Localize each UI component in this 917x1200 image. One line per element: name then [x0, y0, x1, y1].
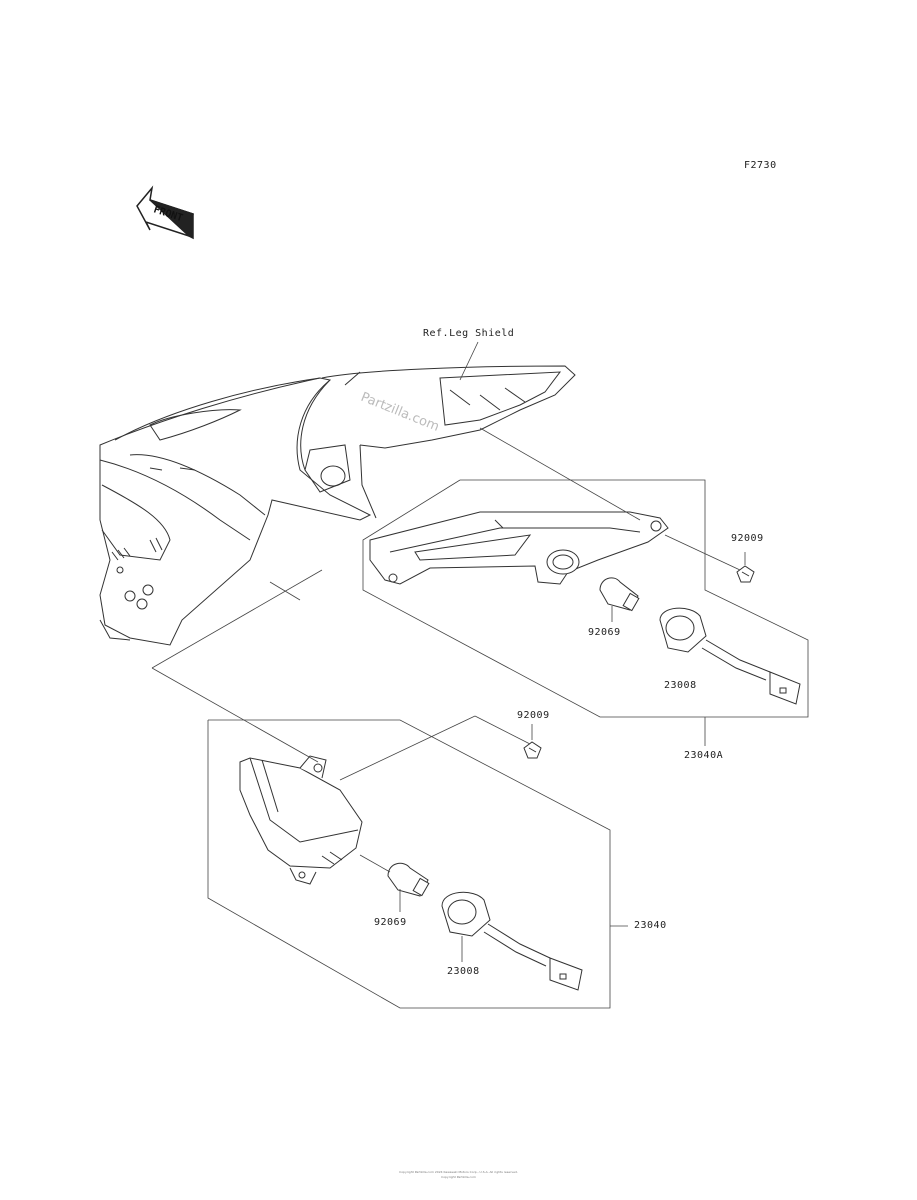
part-label-23008-upper[interactable]: 23008	[664, 680, 697, 691]
lower-bulb-part	[387, 862, 430, 897]
part-label-92069-upper[interactable]: 92069	[588, 627, 621, 638]
part-label-23040[interactable]: 23040	[634, 920, 667, 931]
upper-turn-signal-housing	[369, 511, 669, 585]
lower-socket-part	[441, 891, 583, 991]
leg-shield-drawing	[99, 365, 576, 646]
part-label-23008-lower[interactable]: 23008	[447, 966, 480, 977]
figure-code-label: F2730	[744, 160, 777, 171]
front-arrow-icon	[136, 185, 194, 240]
upper-socket-part	[659, 607, 801, 705]
upper-screw-part	[736, 565, 755, 583]
footer-copyright-2: Copyright Partzilla.com	[441, 1175, 476, 1179]
lower-screw-part	[523, 741, 542, 759]
watermark-text: Partzilla.com	[359, 390, 442, 435]
footer-copyright: Copyright Partzilla.com 2024 Kawasaki Mo…	[399, 1170, 518, 1174]
upper-bulb-part	[599, 577, 640, 612]
part-label-92069-lower[interactable]: 92069	[374, 917, 407, 928]
part-label-92009-upper[interactable]: 92009	[731, 533, 764, 544]
ref-leg-shield-label: Ref.Leg Shield	[423, 328, 515, 339]
part-label-23040A[interactable]: 23040A	[684, 750, 724, 761]
leader-lines	[151, 341, 809, 1009]
part-label-92009-lower[interactable]: 92009	[517, 710, 550, 721]
lower-turn-signal-housing	[239, 755, 363, 885]
